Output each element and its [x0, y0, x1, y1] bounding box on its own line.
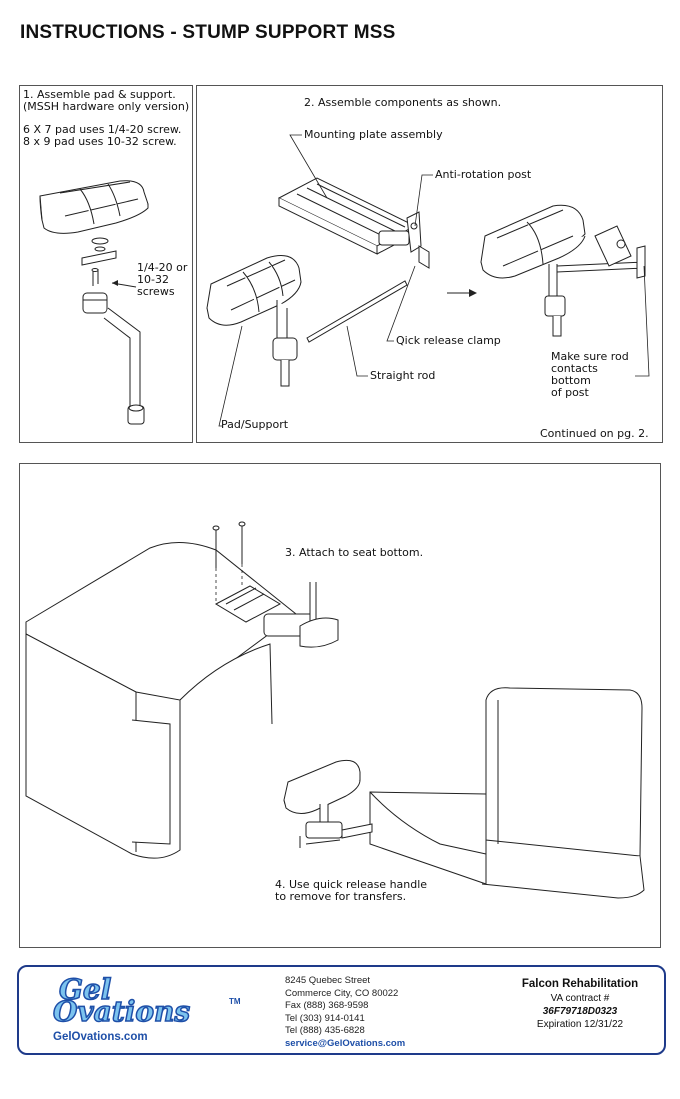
make-sure-3: bottom [551, 374, 591, 387]
make-sure-1: Make sure rod [551, 350, 629, 363]
step1-line4: 8 x 9 pad uses 10-32 screw. [23, 135, 177, 148]
release-label-1: 4. Use quick release handle [275, 878, 428, 891]
email-link[interactable]: service@GelOvations.com [285, 1037, 406, 1049]
footer-box: Gel Ovations TM GelOvations.com 8245 Que… [17, 965, 666, 1055]
step1-panel: 1. Assemble pad & support. (MSSH hardwar… [19, 85, 193, 443]
contact-address: 8245 Quebec Street Commerce City, CO 800… [285, 975, 405, 1050]
clamp-label: Qick release clamp [396, 334, 501, 347]
rod-label: Straight rod [370, 369, 436, 382]
step3-panel: 3. Attach to seat bottom. 4. Use quick r… [19, 463, 661, 948]
contract-label: VA contract # [550, 993, 610, 1004]
step1-line2: (MSSH hardware only version) [23, 100, 190, 113]
fax-number: Fax (888) 368-9598 [285, 1000, 369, 1011]
address-line-2: Commerce City, CO 80022 [285, 987, 399, 999]
contract-number: 36F79718D0323 [542, 1006, 618, 1017]
address-line-1: 8245 Quebec Street [285, 975, 371, 986]
tel-number-1: Tel (303) 914-0141 [285, 1012, 365, 1024]
seat-installation-drawing [25, 521, 645, 899]
pad-label: Pad/Support [221, 418, 289, 431]
step1-line3: 6 X 7 pad uses 1/4-20 screw. [23, 123, 182, 136]
make-sure-4: of post [551, 386, 589, 399]
continued-label: Continued on pg. 2. [540, 427, 649, 440]
page-title: INSTRUCTIONS - STUMP SUPPORT MSS [20, 22, 396, 43]
website-link[interactable]: GelOvations.com [53, 1031, 148, 1043]
step2-panel: 2. Assemble components as shown. Mountin… [196, 85, 663, 443]
tel-number-2: Tel (888) 435-6828 [285, 1025, 365, 1036]
logo-word-2: Ovations [52, 994, 191, 1029]
logo-word-1: Gel [58, 972, 112, 1007]
gelovations-logo: Gel Ovations TM [52, 972, 240, 1029]
step1-line1: 1. Assemble pad & support. [23, 88, 176, 101]
attach-label: 3. Attach to seat bottom. [285, 546, 424, 559]
components-drawing [206, 134, 650, 427]
screws-label-2: 10-32 [137, 273, 169, 286]
screws-label-1: 1/4-20 or [137, 261, 188, 274]
release-label-2: to remove for transfers. [275, 890, 407, 903]
make-sure-2: contacts [551, 362, 598, 375]
anti-rotation-label: Anti-rotation post [435, 168, 532, 181]
company-name: Falcon Rehabilitation [521, 978, 639, 990]
pad-assembly-drawing [39, 180, 149, 425]
contract-info: Falcon Rehabilitation VA contract # 36F7… [495, 977, 665, 1031]
expiration-date: Expiration 12/31/22 [536, 1019, 624, 1030]
mounting-plate-label: Mounting plate assembly [304, 128, 443, 141]
screws-label-3: screws [137, 285, 175, 298]
trademark-mark: TM [229, 997, 241, 1006]
step2-heading: 2. Assemble components as shown. [304, 96, 502, 109]
